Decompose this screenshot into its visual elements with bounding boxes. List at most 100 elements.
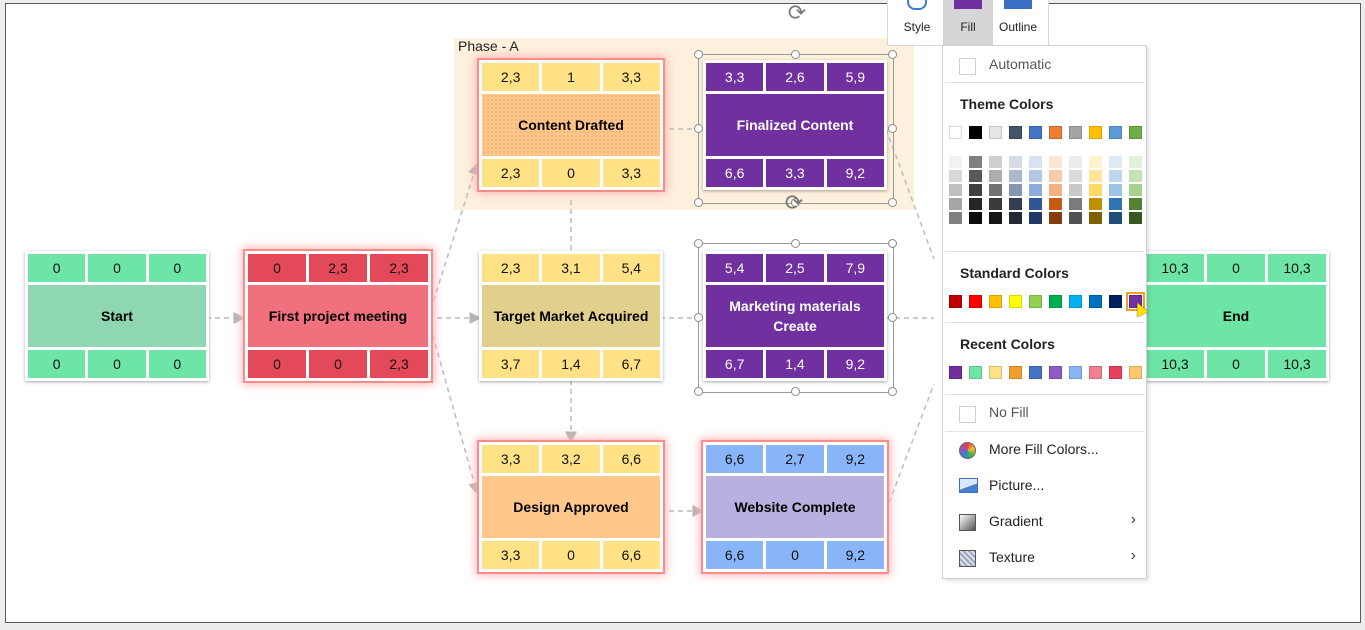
automatic-fill-item[interactable]: Automatic [943, 50, 1146, 80]
recent-color-swatch[interactable] [1129, 366, 1142, 379]
theme-shade-swatch[interactable] [1109, 212, 1122, 226]
theme-shade-swatch[interactable] [1089, 156, 1102, 170]
theme-color-swatch[interactable] [1009, 126, 1022, 139]
theme-shade-swatch[interactable] [1129, 184, 1142, 198]
theme-shade-swatch[interactable] [1069, 212, 1082, 226]
theme-shade-swatch[interactable] [1069, 156, 1082, 170]
theme-shade-swatch[interactable] [1129, 156, 1142, 170]
more-fill-colors-item[interactable]: More Fill Colors... [943, 435, 1146, 465]
theme-shade-swatch[interactable] [1109, 156, 1122, 170]
theme-shade-swatch[interactable] [1109, 184, 1122, 198]
resize-handle[interactable] [694, 50, 703, 59]
theme-shade-swatch[interactable] [1069, 184, 1082, 198]
theme-shade-swatch[interactable] [1029, 212, 1042, 226]
theme-shade-swatch[interactable] [1009, 198, 1022, 212]
theme-shade-swatch[interactable] [1009, 170, 1022, 184]
theme-color-swatch[interactable] [1029, 126, 1042, 139]
theme-shade-swatch[interactable] [1049, 212, 1062, 226]
recent-color-swatch[interactable] [1049, 366, 1062, 379]
theme-shade-swatch[interactable] [1049, 170, 1062, 184]
theme-shade-swatch[interactable] [969, 156, 982, 170]
theme-shade-swatch[interactable] [1029, 198, 1042, 212]
theme-shade-swatch[interactable] [1029, 184, 1042, 198]
standard-color-swatch[interactable] [1009, 295, 1022, 308]
theme-shade-swatch[interactable] [1089, 184, 1102, 198]
theme-shade-swatch[interactable] [989, 184, 1002, 198]
resize-handle[interactable] [888, 239, 897, 248]
standard-color-swatch[interactable] [969, 295, 982, 308]
theme-shade-swatch[interactable] [1049, 156, 1062, 170]
theme-shade-swatch[interactable] [989, 212, 1002, 226]
resize-handle[interactable] [694, 387, 703, 396]
theme-shade-swatch[interactable] [969, 198, 982, 212]
no-fill-item[interactable]: No Fill [943, 398, 1146, 428]
theme-shade-swatch[interactable] [1129, 198, 1142, 212]
theme-shade-swatch[interactable] [1009, 184, 1022, 198]
standard-color-swatch[interactable] [989, 295, 1002, 308]
resize-handle[interactable] [694, 198, 703, 207]
gradient-fill-item[interactable]: Gradient › [943, 507, 1146, 537]
resize-handle[interactable] [694, 124, 703, 133]
theme-shade-swatch[interactable] [1129, 212, 1142, 226]
standard-color-swatch[interactable] [1069, 295, 1082, 308]
recent-color-swatch[interactable] [989, 366, 1002, 379]
theme-shade-swatch[interactable] [949, 198, 962, 212]
theme-shade-swatch[interactable] [1109, 198, 1122, 212]
rotate-handle-icon[interactable]: ⟳ [787, 3, 807, 25]
resize-handle[interactable] [888, 387, 897, 396]
theme-color-swatch[interactable] [1089, 126, 1102, 139]
recent-color-swatch[interactable] [1029, 366, 1042, 379]
recent-color-swatch[interactable] [1109, 366, 1122, 379]
resize-handle[interactable] [791, 198, 800, 207]
theme-shade-swatch[interactable] [989, 170, 1002, 184]
theme-shade-swatch[interactable] [1069, 198, 1082, 212]
resize-handle[interactable] [694, 313, 703, 322]
theme-shade-swatch[interactable] [1109, 170, 1122, 184]
resize-handle[interactable] [888, 124, 897, 133]
recent-color-swatch[interactable] [949, 366, 962, 379]
theme-shade-swatch[interactable] [1089, 198, 1102, 212]
theme-shade-swatch[interactable] [1089, 170, 1102, 184]
resize-handle[interactable] [888, 50, 897, 59]
theme-shade-swatch[interactable] [1069, 170, 1082, 184]
theme-color-swatch[interactable] [949, 126, 962, 139]
theme-shade-swatch[interactable] [1029, 156, 1042, 170]
picture-fill-item[interactable]: Picture... [943, 471, 1146, 501]
recent-color-swatch[interactable] [1069, 366, 1082, 379]
standard-color-swatch[interactable] [1029, 295, 1042, 308]
theme-shade-swatch[interactable] [1049, 198, 1062, 212]
standard-color-swatch[interactable] [1049, 295, 1062, 308]
resize-handle[interactable] [694, 239, 703, 248]
recent-color-swatch[interactable] [969, 366, 982, 379]
theme-shade-swatch[interactable] [969, 212, 982, 226]
theme-color-swatch[interactable] [969, 126, 982, 139]
style-tab[interactable]: Style [892, 0, 942, 45]
theme-shade-swatch[interactable] [969, 184, 982, 198]
theme-color-swatch[interactable] [1109, 126, 1122, 139]
recent-color-swatch[interactable] [1009, 366, 1022, 379]
standard-color-swatch-hovered[interactable] [1126, 292, 1145, 311]
standard-color-swatch[interactable] [949, 295, 962, 308]
standard-color-swatch[interactable] [1109, 295, 1122, 308]
fill-tab[interactable]: Fill [943, 0, 993, 45]
theme-shade-swatch[interactable] [949, 212, 962, 226]
theme-shade-swatch[interactable] [1089, 212, 1102, 226]
standard-color-swatch[interactable] [1089, 295, 1102, 308]
theme-shade-swatch[interactable] [989, 156, 1002, 170]
theme-shade-swatch[interactable] [1009, 156, 1022, 170]
theme-shade-swatch[interactable] [1029, 170, 1042, 184]
outline-tab[interactable]: Outline [993, 0, 1043, 45]
theme-shade-swatch[interactable] [949, 170, 962, 184]
recent-color-swatch[interactable] [1089, 366, 1102, 379]
theme-shade-swatch[interactable] [969, 170, 982, 184]
theme-shade-swatch[interactable] [989, 198, 1002, 212]
resize-handle[interactable] [791, 50, 800, 59]
theme-color-swatch[interactable] [1069, 126, 1082, 139]
theme-shade-swatch[interactable] [1049, 184, 1062, 198]
theme-shade-swatch[interactable] [1009, 212, 1022, 226]
